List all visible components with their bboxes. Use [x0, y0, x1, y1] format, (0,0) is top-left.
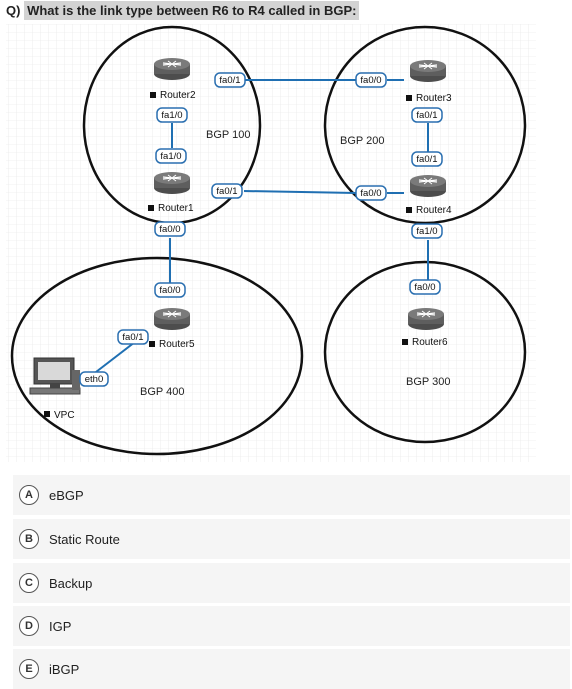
svg-text:fa0/0: fa0/0	[159, 285, 180, 296]
as-circle-bgp200	[323, 25, 527, 225]
svg-text:fa0/0: fa0/0	[360, 188, 381, 199]
option-c[interactable]: C Backup	[13, 563, 570, 603]
router6-icon[interactable]	[407, 307, 445, 331]
link-r1-r4	[243, 190, 357, 194]
router5-label: Router5	[159, 339, 195, 350]
svg-text:fa1/0: fa1/0	[416, 226, 437, 237]
port-r1-fa0-0[interactable]: fa0/0	[154, 221, 186, 237]
port-r6-fa0-0[interactable]: fa0/0	[409, 279, 441, 295]
option-b-text: Static Route	[49, 531, 120, 547]
vpc-label: VPC	[54, 410, 75, 421]
option-b-letter: B	[19, 529, 39, 549]
svg-text:eth0: eth0	[85, 374, 104, 385]
svg-text:fa0/1: fa0/1	[216, 186, 237, 197]
port-r3-fa0-1[interactable]: fa0/1	[411, 107, 443, 123]
svg-text:fa0/1: fa0/1	[219, 75, 240, 86]
option-b[interactable]: B Static Route	[13, 519, 570, 559]
link-vpc-r5	[95, 341, 136, 373]
svg-text:fa0/0: fa0/0	[360, 75, 381, 86]
option-a[interactable]: A eBGP	[13, 475, 570, 515]
router1-icon[interactable]	[153, 171, 191, 195]
router3-icon[interactable]	[409, 59, 447, 83]
router2-label: Router2	[160, 90, 196, 101]
port-r5-fa0-1[interactable]: fa0/1	[117, 329, 149, 345]
router4-label: Router4	[416, 205, 452, 216]
port-r4-fa1-0[interactable]: fa1/0	[411, 223, 443, 239]
svg-text:fa1/0: fa1/0	[161, 110, 182, 121]
router5-icon[interactable]	[153, 307, 191, 331]
option-c-text: Backup	[49, 575, 93, 591]
option-d[interactable]: D IGP	[13, 606, 570, 646]
svg-text:fa0/1: fa0/1	[416, 110, 437, 121]
option-d-letter: D	[19, 616, 39, 636]
option-e[interactable]: E iBGP	[13, 649, 570, 689]
topology-diagram: Router2 Router3 Router1 Router4 Router6 …	[6, 24, 536, 462]
option-a-text: eBGP	[49, 487, 84, 503]
as-label-bgp100: BGP 100	[206, 129, 250, 141]
as-circle-bgp400	[10, 256, 304, 456]
router6-label: Router6	[412, 337, 448, 348]
question-text: What is the link type between R6 to R4 c…	[24, 1, 360, 20]
router2-icon[interactable]	[153, 57, 191, 81]
question-prefix: Q)	[6, 3, 21, 18]
option-e-letter: E	[19, 659, 39, 679]
option-c-letter: C	[19, 573, 39, 593]
question: Q) What is the link type between R6 to R…	[6, 1, 360, 20]
as-label-bgp200: BGP 200	[340, 135, 384, 147]
svg-text:fa1/0: fa1/0	[160, 151, 181, 162]
port-r2-fa1-0[interactable]: fa1/0	[156, 107, 188, 123]
port-r4-fa0-0[interactable]: fa0/0	[355, 185, 387, 201]
port-r3-fa0-0[interactable]: fa0/0	[355, 72, 387, 88]
port-vpc-eth0[interactable]: eth0	[79, 371, 109, 387]
port-r4-fa0-1[interactable]: fa0/1	[411, 151, 443, 167]
as-label-bgp400: BGP 400	[140, 386, 184, 398]
option-a-letter: A	[19, 485, 39, 505]
as-label-bgp300: BGP 300	[406, 376, 450, 388]
svg-text:fa0/0: fa0/0	[159, 224, 180, 235]
svg-text:fa0/1: fa0/1	[122, 332, 143, 343]
option-e-text: iBGP	[49, 661, 80, 677]
grid-background	[6, 24, 536, 462]
port-r1-fa1-0[interactable]: fa1/0	[155, 148, 187, 164]
router4-icon[interactable]	[409, 174, 447, 198]
svg-text:fa0/1: fa0/1	[416, 154, 437, 165]
router1-label: Router1	[158, 203, 194, 214]
option-d-text: IGP	[49, 618, 72, 634]
port-r5-fa0-0[interactable]: fa0/0	[154, 282, 186, 298]
port-r2-fa0-1[interactable]: fa0/1	[214, 72, 246, 88]
port-r1-fa0-1[interactable]: fa0/1	[211, 183, 243, 199]
svg-text:fa0/0: fa0/0	[414, 282, 435, 293]
as-circle-bgp300	[323, 260, 527, 444]
vpc-computer-icon[interactable]	[29, 357, 81, 395]
router3-label: Router3	[416, 93, 452, 104]
